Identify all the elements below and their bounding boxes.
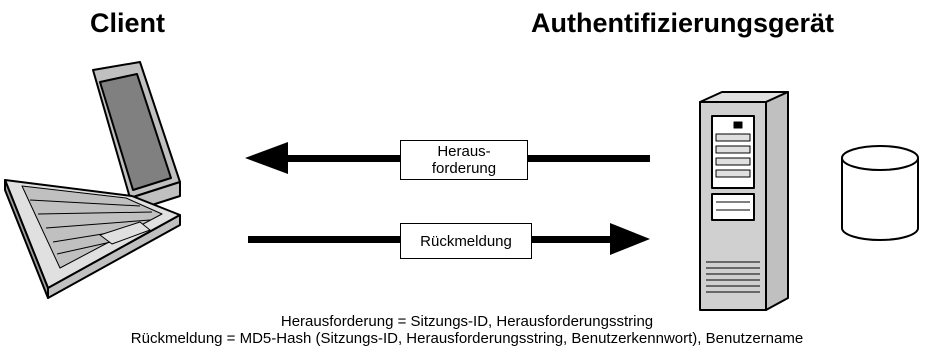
database-icon [841,145,919,241]
challenge-label-line1: Heraus- [437,143,491,160]
legend-challenge-definition: Herausforderung = Sitzungs-ID, Herausfor… [280,313,654,330]
response-label: Rückmeldung [400,223,532,259]
device-title: Authentifizierungsgerät [531,8,835,38]
server-icon [699,91,789,311]
client-title: Client [90,8,166,38]
challenge-label-line2: forderung [431,160,497,177]
laptop-icon [4,61,181,299]
challenge-label: Heraus- forderung [400,140,528,180]
legend-response-definition: Rückmeldung = MD5-Hash (Sitzungs-ID, Her… [130,330,804,347]
